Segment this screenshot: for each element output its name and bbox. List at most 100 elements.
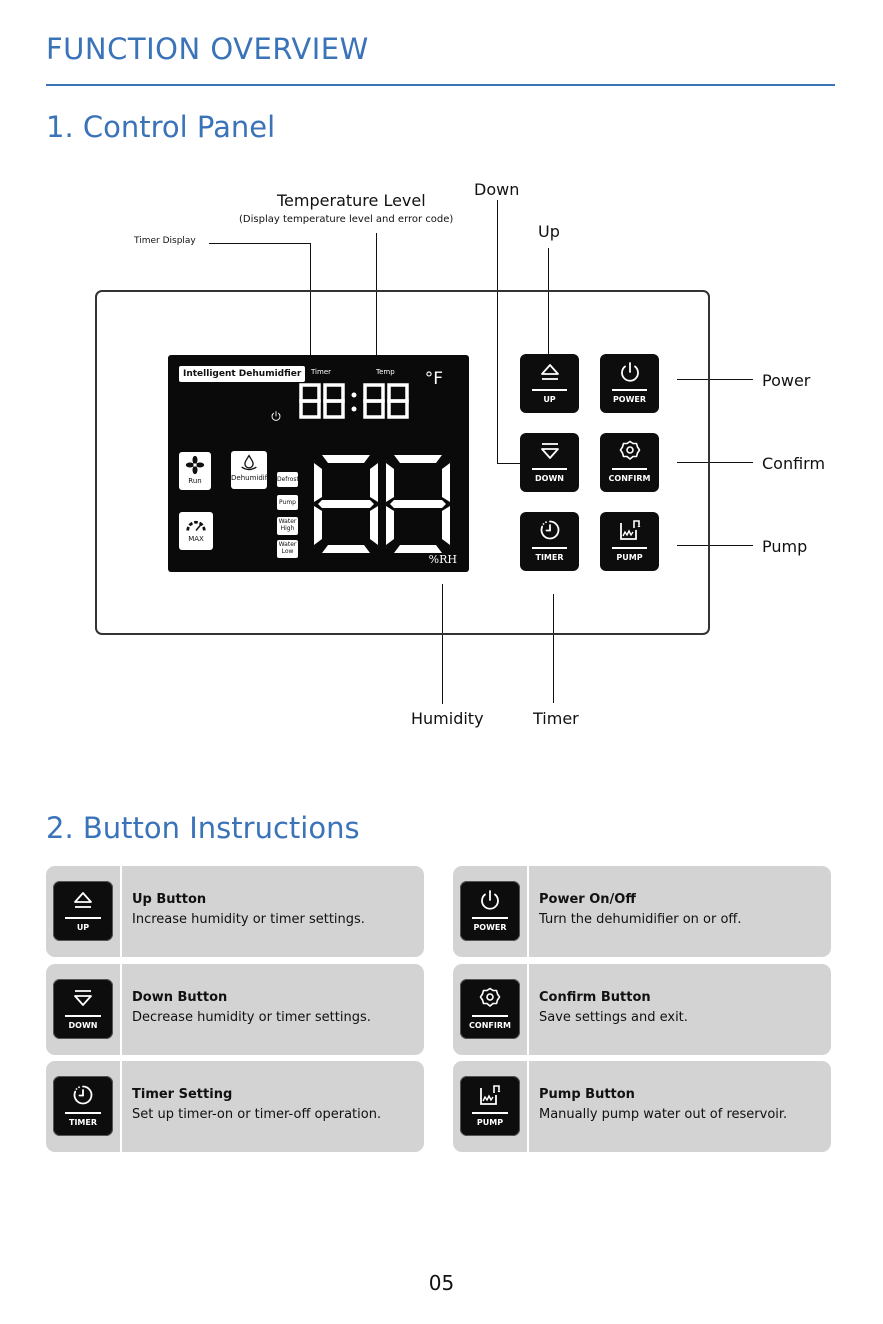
pump-icon (618, 518, 642, 542)
callout-temperature-level: Temperature Level (277, 191, 426, 210)
leader-power (677, 379, 753, 380)
lcd-temp-label: Temp (376, 368, 395, 376)
lcd-run-indicator: Run (179, 452, 211, 490)
up-button-label: UP (543, 395, 556, 404)
lcd-dehumidify-label: Dehumidify (231, 474, 272, 482)
callout-timer: Timer (533, 709, 579, 728)
card-description: Increase humidity or timer settings. (132, 912, 365, 927)
down-arrow-icon (538, 439, 562, 463)
card-pump-button: PUMP (460, 1076, 520, 1136)
lcd-rh-unit: %RH (428, 553, 457, 566)
timer-button[interactable]: TIMER (520, 512, 579, 571)
callout-up: Up (538, 222, 560, 241)
instruction-card-confirm: CONFIRM Confirm Button Save settings and… (453, 964, 831, 1055)
lcd-tag-water-low: Water Low (277, 540, 298, 558)
timer-icon (538, 518, 562, 542)
timer-icon (71, 1083, 95, 1107)
card-description: Turn the dehumidifier on or off. (539, 912, 742, 927)
leader-humidity (442, 584, 443, 704)
card-description: Save settings and exit. (539, 1010, 688, 1025)
callout-humidity: Humidity (411, 709, 484, 728)
power-icon (618, 360, 642, 384)
callout-timer-display: Timer Display (134, 236, 196, 246)
lcd-standby-icon (270, 410, 282, 422)
control-panel-outline (95, 290, 710, 635)
card-description: Manually pump water out of reservoir. (539, 1107, 788, 1122)
gauge-icon (186, 520, 206, 531)
gear-icon (618, 439, 642, 463)
instruction-card-power: POWER Power On/Off Turn the dehumidifier… (453, 866, 831, 957)
confirm-button-label: CONFIRM (608, 474, 651, 483)
card-description: Decrease humidity or timer settings. (132, 1010, 371, 1025)
section-title-button-instructions: 2. Button Instructions (46, 811, 360, 845)
up-arrow-icon (538, 360, 562, 384)
lcd-model-badge: Intelligent Dehumidfier (179, 366, 306, 382)
leader-down-h (497, 463, 520, 464)
power-button-label: POWER (612, 395, 647, 404)
up-button[interactable]: UP (520, 354, 579, 413)
card-button-label: CONFIRM (469, 1021, 511, 1030)
leader-timer-display-v (310, 243, 311, 356)
callout-temperature-note: (Display temperature level and error cod… (239, 214, 454, 225)
confirm-button[interactable]: CONFIRM (600, 433, 659, 492)
card-description: Set up timer-on or timer-off operation. (132, 1107, 382, 1122)
card-title: Down Button (132, 990, 228, 1005)
leader-confirm (677, 462, 753, 463)
lcd-tag-defrost: Defrost (277, 472, 299, 487)
down-button[interactable]: DOWN (520, 433, 579, 492)
lcd-timer-temp-digits (299, 383, 409, 419)
pump-button-label: PUMP (616, 553, 643, 562)
callout-power: Power (762, 371, 811, 390)
down-arrow-icon (71, 986, 95, 1010)
leader-down-v (497, 200, 498, 463)
card-title: Pump Button (539, 1087, 635, 1102)
callout-down: Down (474, 180, 520, 199)
callout-pump: Pump (762, 537, 808, 556)
leader-temperature (376, 233, 377, 357)
instruction-card-timer: TIMER Timer Setting Set up timer-on or t… (46, 1061, 424, 1152)
pump-button[interactable]: PUMP (600, 512, 659, 571)
page-number: 05 (428, 1271, 455, 1295)
instruction-card-pump: PUMP Pump Button Manually pump water out… (453, 1061, 831, 1152)
card-button-label: TIMER (68, 1118, 98, 1127)
leader-up (548, 248, 549, 354)
power-icon (478, 888, 502, 912)
instruction-card-up: UP Up Button Increase humidity or timer … (46, 866, 424, 957)
leader-timer-display-h (209, 243, 311, 244)
pump-icon (478, 1083, 502, 1107)
card-button-label: PUMP (476, 1118, 504, 1127)
water-drop-icon (241, 454, 257, 471)
leader-timer (553, 594, 554, 703)
lcd-display: Intelligent Dehumidfier Timer Temp °F %R… (168, 355, 469, 572)
card-up-button: UP (53, 881, 113, 941)
down-button-label: DOWN (535, 474, 564, 483)
instruction-card-down: DOWN Down Button Decrease humidity or ti… (46, 964, 424, 1055)
gear-icon (478, 986, 502, 1010)
section-title-control-panel: 1. Control Panel (46, 110, 276, 144)
card-title: Confirm Button (539, 990, 651, 1005)
lcd-tag-pump: Pump (277, 495, 298, 510)
card-button-label: POWER (473, 923, 507, 932)
card-button-label: DOWN (68, 1021, 98, 1030)
lcd-dehumidify-indicator: Dehumidify (231, 451, 272, 489)
card-title: Up Button (132, 892, 207, 907)
card-power-button: POWER (460, 881, 520, 941)
card-title: Timer Setting (132, 1087, 233, 1102)
lcd-tag-water-high: Water High (277, 517, 298, 535)
header-divider (46, 84, 835, 86)
page-title: FUNCTION OVERVIEW (46, 32, 369, 66)
lcd-timer-label: Timer (311, 368, 332, 376)
up-arrow-icon (71, 888, 95, 912)
lcd-run-label: Run (188, 477, 202, 485)
card-confirm-button: CONFIRM (460, 979, 520, 1039)
card-title: Power On/Off (539, 892, 636, 907)
callout-confirm: Confirm (762, 454, 826, 473)
card-timer-button: TIMER (53, 1076, 113, 1136)
power-button[interactable]: POWER (600, 354, 659, 413)
lcd-humidity-digits (314, 455, 450, 553)
lcd-max-indicator: MAX (179, 512, 213, 550)
leader-pump (677, 545, 753, 546)
fan-icon (185, 455, 205, 475)
card-down-button: DOWN (53, 979, 113, 1039)
lcd-unit: °F (424, 369, 443, 389)
